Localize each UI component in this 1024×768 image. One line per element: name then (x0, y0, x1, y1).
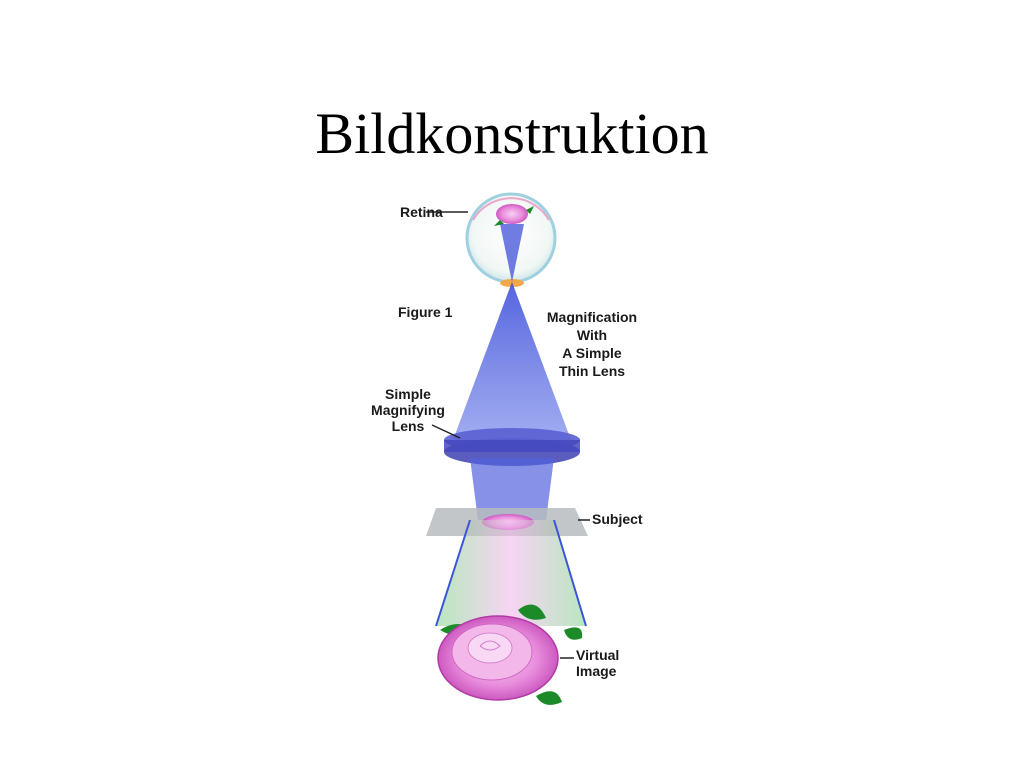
magnification-label-line3: A Simple (562, 345, 622, 361)
magnification-label-line4: Thin Lens (559, 363, 625, 379)
virtual-image-label-line1: Virtual (576, 647, 619, 663)
eye-ray-cone (500, 224, 524, 282)
ray-line-right (553, 519, 587, 627)
lens-column (470, 458, 554, 520)
subject-label: Subject (592, 511, 643, 527)
lens-magnification-figure: Retina Figure 1 Magnification With A Sim… (340, 190, 700, 720)
figure-number-label: Figure 1 (398, 304, 453, 320)
magnification-label-line1: Magnification (547, 309, 637, 325)
ray-line-left (435, 519, 471, 627)
upper-ray-cone (453, 282, 571, 440)
virtual-image-rose-icon (437, 604, 583, 705)
figure-svg: Retina Figure 1 Magnification With A Sim… (371, 192, 643, 705)
magnification-label-line2: With (577, 327, 607, 343)
lens-label-line1: Simple (385, 386, 431, 402)
slide-title: Bildkonstruktion (315, 101, 709, 166)
lens-label-line2: Magnifying (371, 402, 445, 418)
retina-label: Retina (400, 204, 443, 220)
lens-label-line3: Lens (392, 418, 425, 434)
lower-ray-cone (436, 520, 586, 626)
lens-leader-line (431, 424, 461, 439)
virtual-image-label-line2: Image (576, 663, 617, 679)
